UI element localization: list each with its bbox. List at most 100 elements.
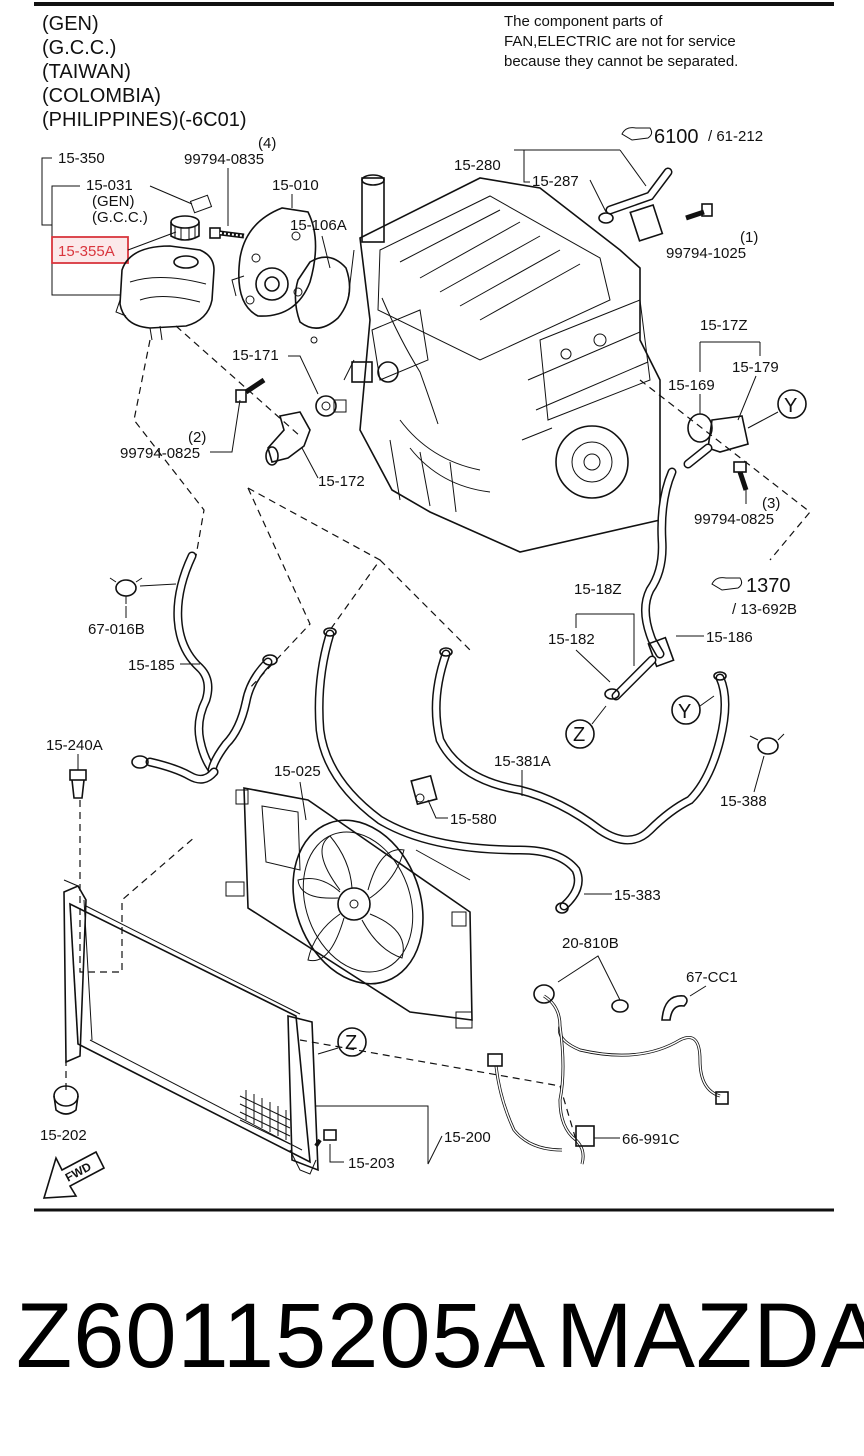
leader-6100	[619, 149, 647, 187]
dashed-line-reservoir-hose	[133, 339, 205, 557]
brand-name: MAZDA	[556, 1285, 864, 1387]
callout-z-mid[interactable]: Z	[565, 719, 595, 749]
leader-15-388	[753, 755, 765, 793]
hose-connector-15-186	[647, 636, 675, 668]
svg-text:Z: Z	[573, 724, 585, 746]
drain-plug-15-240A[interactable]	[69, 769, 87, 799]
svg-text:Y: Y	[784, 395, 797, 417]
label-20-810B: 20-810B	[562, 935, 619, 952]
bolt-99794-0835[interactable]	[209, 227, 245, 239]
leader-15-182	[575, 649, 611, 683]
bushing-15-202[interactable]	[53, 1085, 79, 1115]
clip-67-CC1[interactable]	[661, 995, 688, 1021]
reservoir-cap[interactable]	[170, 215, 200, 241]
label-99794-0835: 99794-0835	[184, 151, 264, 168]
label-15-350: 15-350	[58, 150, 105, 167]
market-taiwan: (TAIWAN)	[42, 61, 131, 83]
leader-15-179	[737, 375, 757, 421]
bolt-99794-1025[interactable]	[685, 203, 713, 221]
o-ring-15-169[interactable]	[687, 413, 713, 443]
radiator-top-pin	[63, 879, 79, 887]
leader-15-031	[149, 185, 193, 205]
label-99794-0825-b: 99794-0825	[694, 511, 774, 528]
callout-z-bottom[interactable]: Z	[337, 1027, 367, 1057]
label-15-025: 15-025	[274, 763, 321, 780]
callout-y-top[interactable]: Y	[777, 389, 807, 419]
coolant-reservoir-tank[interactable]	[115, 245, 215, 341]
label-99794-1025: 99794-1025	[666, 245, 746, 262]
hose-15-381A[interactable]	[431, 647, 730, 845]
dashed-line-radiator-fan	[299, 1039, 577, 1141]
dashed-line-reservoir-thermostat	[175, 325, 301, 437]
label-66-991C: 66-991C	[622, 1131, 680, 1148]
gasket-15-106A[interactable]	[294, 256, 351, 329]
leader-15-106A	[321, 235, 331, 269]
water-pump[interactable]	[231, 207, 317, 317]
thermostat-housing-15-172[interactable]	[265, 411, 311, 466]
clip-67-016B[interactable]	[109, 577, 143, 604]
market-philippines: (PHILIPPINES)(-6C01)	[42, 109, 247, 131]
svg-text:Z: Z	[345, 1032, 357, 1054]
leader-15-172	[301, 447, 319, 479]
label-qty-1: (1)	[740, 229, 758, 246]
hose-15-186[interactable]	[641, 467, 677, 659]
engine-block	[343, 174, 661, 553]
engine-sensor	[377, 361, 399, 383]
coolant-pipe-15-280[interactable]	[605, 167, 673, 242]
leader-15-171	[288, 355, 319, 395]
bolt-99794-0825-b[interactable]	[733, 461, 749, 491]
leader-15-025	[299, 781, 307, 821]
cooling-fan-15-025[interactable]	[225, 787, 473, 1029]
callout-6100[interactable]: 6100 / 61-212	[621, 126, 763, 148]
highlight-box-15-355A[interactable]	[51, 236, 129, 264]
leader-20-810B	[557, 955, 621, 1001]
radiator-15-200[interactable]	[63, 884, 319, 1175]
callout-1370[interactable]: 1370 / 13-692B	[711, 575, 797, 618]
hose-15-182[interactable]	[604, 655, 657, 701]
thermostat-15-171[interactable]	[315, 395, 347, 417]
gasket-dowel	[310, 336, 318, 344]
ref-6100: 6100	[654, 126, 699, 148]
group-bracket-15-280	[514, 149, 530, 183]
wiring-harness-66-991C[interactable]	[487, 984, 729, 1165]
group-bracket-15-350	[41, 157, 52, 226]
leader-15-580	[427, 799, 448, 819]
label-15-280: 15-280	[454, 157, 501, 174]
label-15-106A: 15-106A	[290, 217, 347, 234]
dashed-line-outlet-bolt	[639, 379, 811, 561]
label-15-18Z: 15-18Z	[574, 581, 622, 598]
clip-15-388[interactable]	[749, 733, 785, 755]
label-15-031: 15-031	[86, 177, 133, 194]
label-15-203: 15-203	[348, 1155, 395, 1172]
part-number: Z60115205A	[16, 1285, 547, 1387]
label-15-17Z: 15-17Z	[700, 317, 748, 334]
label-qty-4: (4)	[258, 135, 276, 152]
bolt-15-203[interactable]	[314, 1129, 337, 1148]
group-bracket-15-18z	[576, 613, 635, 666]
cooling-system-diagram: (GEN) (G.C.C.) (TAIWAN) (COLOMBIA) (PHIL…	[34, 2, 834, 1212]
water-outlet-15-179[interactable]	[683, 415, 749, 469]
leader-15-355A	[127, 231, 177, 251]
market-colombia: (COLOMBIA)	[42, 85, 161, 107]
label-15-355A: 15-355A	[58, 243, 115, 260]
label-15-010: 15-010	[272, 177, 319, 194]
callout-y-mid[interactable]: Y	[671, 695, 701, 725]
service-note-line-3: because they cannot be separated.	[504, 53, 738, 70]
label-15-202: 15-202	[40, 1127, 87, 1144]
label-15-240A: 15-240A	[46, 737, 103, 754]
leader-67-016B-b	[139, 583, 177, 587]
label-plate	[189, 194, 213, 214]
leader-z-mid	[591, 705, 607, 725]
label-gcc: (G.C.C.)	[92, 209, 148, 226]
hose-15-185[interactable]	[131, 551, 278, 784]
service-note-line-1: The component parts of	[504, 13, 663, 30]
o-ring-15-287[interactable]	[598, 212, 614, 224]
engine-sensor-connector	[351, 361, 373, 383]
clip-15-580[interactable]	[410, 774, 438, 806]
label-15-179: 15-179	[732, 359, 779, 376]
label-15-186: 15-186	[706, 629, 753, 646]
hose-15-383[interactable]	[314, 627, 583, 914]
label-67-016B: 67-016B	[88, 621, 145, 638]
label-gen: (GEN)	[92, 193, 135, 210]
label-15-185: 15-185	[128, 657, 175, 674]
